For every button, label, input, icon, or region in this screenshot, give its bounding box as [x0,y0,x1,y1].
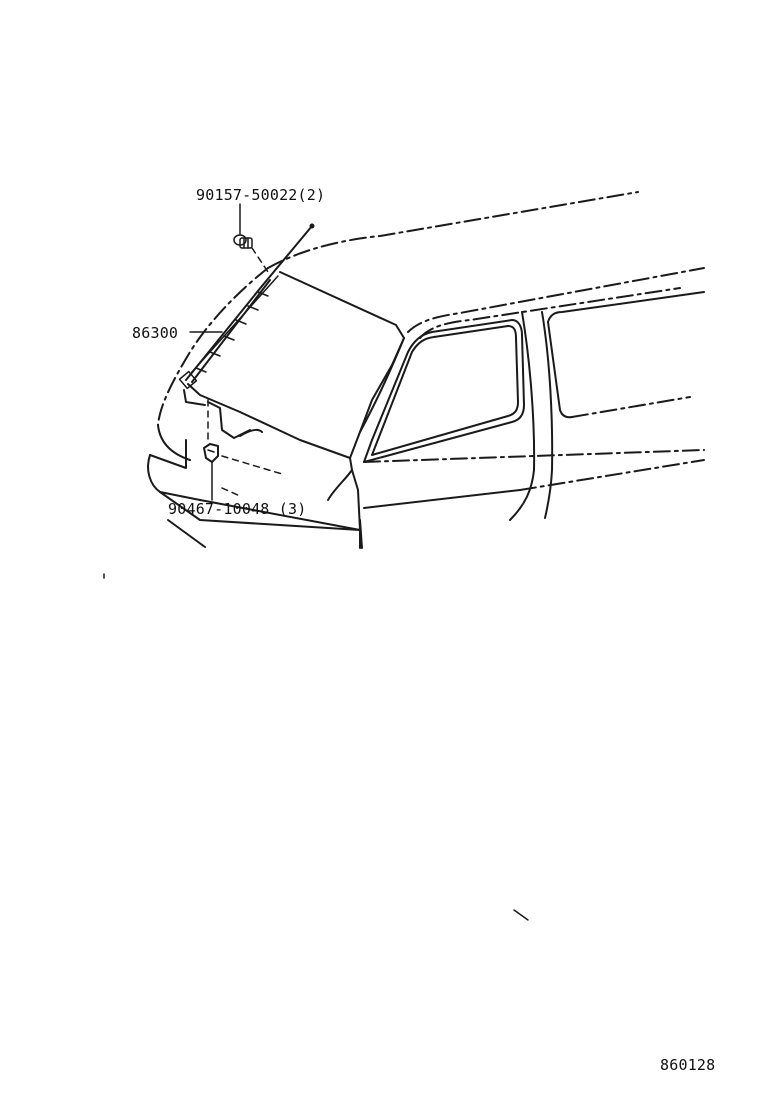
part-qty: (3) [278,500,307,518]
part-label-86300: 86300 [132,324,178,342]
part-label-90157-50022: 90157-50022(2) [196,186,325,204]
part-label-90467-10048: 90467-10048 (3) [168,500,306,518]
clip-90467-icon [203,399,283,497]
part-number: 90157-50022 [196,186,298,204]
part-number: 90467-10048 [168,500,270,518]
part-number: 86300 [132,324,179,342]
van-side-outline [359,267,705,549]
rear-body-outline [147,389,361,549]
roof-outline [157,191,639,426]
part-qty: (2) [297,186,326,204]
screw-90157-icon [233,234,269,273]
antenna-mast [178,223,315,390]
rear-window-outline [187,271,405,459]
scan-specks [103,573,529,921]
leader-lines [189,203,241,501]
diagram-id: 860128 [660,1056,716,1074]
